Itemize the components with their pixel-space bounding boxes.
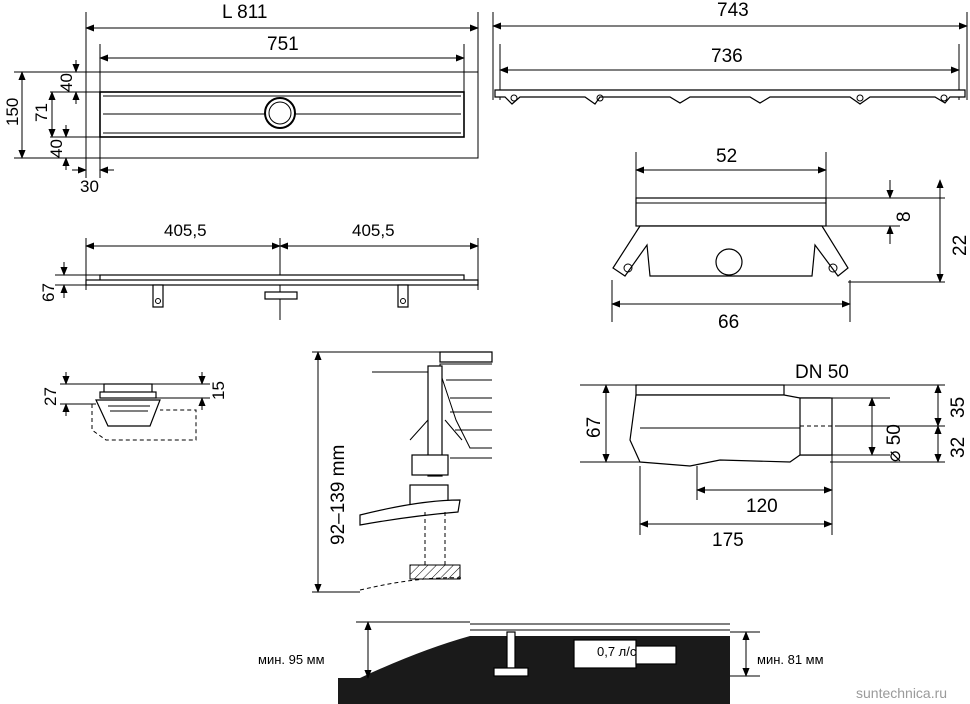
leg-foot (359, 499, 461, 526)
cross-section-view: 52 8 22 66 (611, 146, 970, 333)
threaded-rod (427, 365, 443, 477)
small-channel (95, 399, 161, 427)
dim-leg-range: 92–139 mm (328, 445, 349, 545)
small-section-view: 27 15 (41, 372, 228, 441)
dim-736: 736 (711, 46, 743, 67)
side-profile-view: 743 736 (492, 0, 968, 105)
floor-leg (506, 631, 516, 669)
dim-66: 66 (718, 312, 739, 333)
dim-27: 27 (41, 387, 60, 406)
dim-8: 8 (894, 211, 915, 222)
min-95-label: мин. 95 мм (258, 652, 325, 667)
dim-30: 30 (80, 177, 99, 196)
dim-d50: ⌀ 50 (884, 424, 905, 462)
dim-175: 175 (712, 530, 744, 551)
dim-71: 71 (32, 103, 51, 122)
outlet-view: DN 50 67 ⌀ 50 35 32 120 175 (580, 362, 969, 551)
front-frame (85, 279, 479, 286)
leg-top-plate (439, 351, 493, 363)
dim-751: 751 (267, 34, 299, 55)
dim-743: 743 (717, 0, 749, 21)
front-view: 405,5 405,5 67 (39, 221, 479, 320)
dim-405-right: 405,5 (352, 221, 395, 240)
dim-40-top: 40 (57, 73, 76, 92)
dim-15: 15 (209, 381, 228, 400)
dim-32: 32 (948, 437, 969, 458)
flow-rate: 0,7 л/с (597, 644, 637, 659)
watermark: suntechnica.ru (856, 685, 947, 701)
dim-811: L 811 (222, 2, 267, 23)
dim-150: 150 (3, 98, 22, 126)
profile-strip (494, 89, 966, 105)
drain-body-outline (85, 71, 479, 159)
outlet-body (629, 394, 831, 467)
dim-67-front: 67 (39, 283, 58, 302)
dim-35: 35 (948, 397, 969, 418)
floor-pad (409, 564, 461, 580)
grate-section (635, 197, 827, 227)
dn-label: DN 50 (795, 362, 849, 383)
dim-22: 22 (950, 235, 970, 256)
front-outlet (264, 291, 298, 300)
front-leg-right (397, 284, 409, 308)
leg-detail-view: 92–139 mm (312, 351, 493, 593)
dim-120: 120 (746, 496, 778, 517)
dim-405-left: 405,5 (164, 221, 207, 240)
min-81-label: мин. 81 мм (757, 652, 824, 667)
outlet-grate (635, 384, 785, 396)
outlet-hole (715, 248, 743, 276)
floor-section-view: 0,7 л/с мин. 95 мм мин. 81 мм (258, 621, 824, 704)
top-view: L 811 751 150 71 40 40 30 (3, 2, 479, 196)
dim-67-outlet: 67 (584, 417, 605, 438)
dim-40-bottom: 40 (47, 139, 66, 158)
leg-nut-upper (411, 454, 449, 476)
dim-52: 52 (716, 146, 737, 167)
front-leg-left (152, 284, 164, 308)
